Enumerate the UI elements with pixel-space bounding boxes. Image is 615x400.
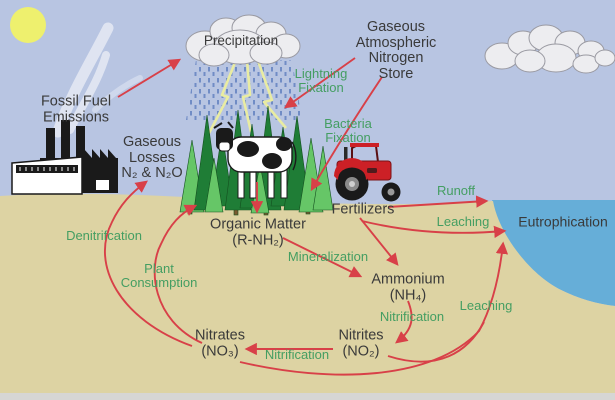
arrow-leaching-nitrites [387, 321, 485, 363]
rain-cloud-icon [185, 14, 301, 67]
label-plant-consumption: Plant Consumption [120, 261, 198, 290]
label-fossil-fuel-emissions: Fossil Fuel Emissions [40, 93, 112, 125]
cow-icon [213, 121, 297, 199]
factory-icon [11, 120, 118, 195]
sun-icon [10, 7, 46, 43]
arrow-mineralization [282, 237, 363, 278]
arrow-leaching-nitrates [239, 241, 509, 376]
arrow-store-to-lightning [283, 57, 356, 109]
label-gaseous-losses: Gaseous Losses N₂ & N₂O [121, 133, 183, 181]
label-runoff: Runoff [436, 183, 476, 199]
label-eutrophication: Eutrophication [518, 213, 608, 230]
arrow-fertilizers-to-ammonium [359, 217, 399, 266]
label-leaching-lower: Leaching [459, 298, 513, 314]
lightning-icon [205, 57, 287, 138]
label-nitrification-lower: Nitrification [264, 347, 330, 363]
arrow-denitrification [103, 180, 193, 347]
label-ammonium: Ammonium (NH₄) [371, 271, 445, 303]
label-nitrogen-store: Gaseous Atmospheric Nitrogen Store [355, 19, 437, 82]
label-leaching-upper: Leaching [436, 214, 490, 230]
label-nitrates: Nitrates (NO₃) [195, 327, 245, 359]
arrow-store-to-soil-bacteria [310, 76, 383, 192]
arrow-runoff [387, 195, 489, 208]
sea-icon [492, 200, 615, 306]
label-denitrification: Denitrifcation [66, 228, 142, 244]
arrow-plant-consumption [153, 204, 203, 344]
arrow-nitrification-ammonium-to-nitrites [395, 300, 413, 344]
arrow-emissions-to-precipitation [117, 58, 182, 98]
label-nitrites: Nitrites (NO₂) [338, 327, 384, 359]
label-fertilizers: Fertilizers [331, 201, 395, 218]
bottom-strip [0, 393, 615, 400]
label-mineralization: Mineralization [287, 249, 369, 265]
label-organic-matter: Organic Matter (R-NH₂) [210, 216, 306, 248]
label-bacteria-fixation: Bacteria Fixation [324, 116, 372, 145]
label-nitrification-upper: Nitrification [379, 309, 445, 325]
arrow-leaching-upper [361, 220, 507, 239]
label-precipitation: Precipitation [203, 32, 279, 48]
label-lightning-fixation: Lightning Fixation [294, 66, 348, 95]
flow-arrows [103, 57, 509, 376]
tractor-icon [334, 143, 401, 202]
rain-icon [186, 60, 302, 120]
cloud-icon [484, 24, 615, 74]
